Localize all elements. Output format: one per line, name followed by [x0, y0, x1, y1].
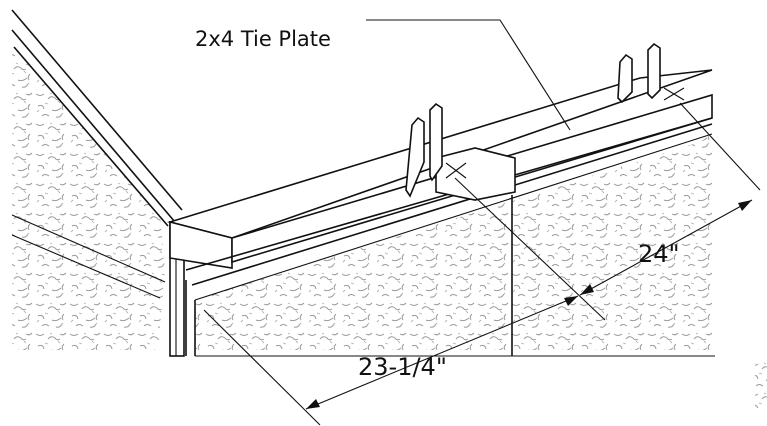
tie-plate-joint-block — [435, 147, 516, 201]
left-wall-texture — [12, 48, 165, 350]
left-wall-top-line-2 — [13, 46, 169, 227]
dim-23-label: 23-1/4" — [358, 353, 447, 381]
dim-24-ext-left — [454, 177, 606, 321]
dim-23-arrow-left — [306, 399, 320, 409]
dim-23-line — [305, 295, 579, 410]
left-wall-base-line — [11, 214, 166, 283]
tie-plate-side — [169, 220, 233, 269]
left-wall-base-line-2 — [11, 234, 161, 299]
texture-swatch — [755, 362, 767, 408]
rafter-bracket-1 — [405, 102, 443, 198]
dim-24-ext-right — [679, 102, 761, 191]
dim-24-arrow-left — [580, 284, 594, 295]
dim-24-arrow-right — [738, 200, 752, 211]
left-wall-top-line — [11, 29, 176, 223]
front-wall-texture — [195, 134, 715, 350]
double-plate-line-3 — [194, 133, 713, 301]
dim-24-line — [579, 199, 753, 296]
joint-x-mark-2 — [445, 162, 467, 179]
left-wall-top-line-3 — [11, 9, 183, 211]
rafter-bracket-2 — [617, 42, 661, 104]
dim-23-ext-left — [203, 309, 321, 426]
dim-24-label: 24" — [638, 240, 680, 268]
double-plate-line-2 — [191, 123, 713, 286]
tie-plate-leader — [366, 19, 571, 131]
end-x-mark-2 — [663, 87, 685, 101]
tie-plate-label: 2x4 Tie Plate — [195, 27, 331, 51]
dim-23-arrow-right — [564, 296, 578, 306]
